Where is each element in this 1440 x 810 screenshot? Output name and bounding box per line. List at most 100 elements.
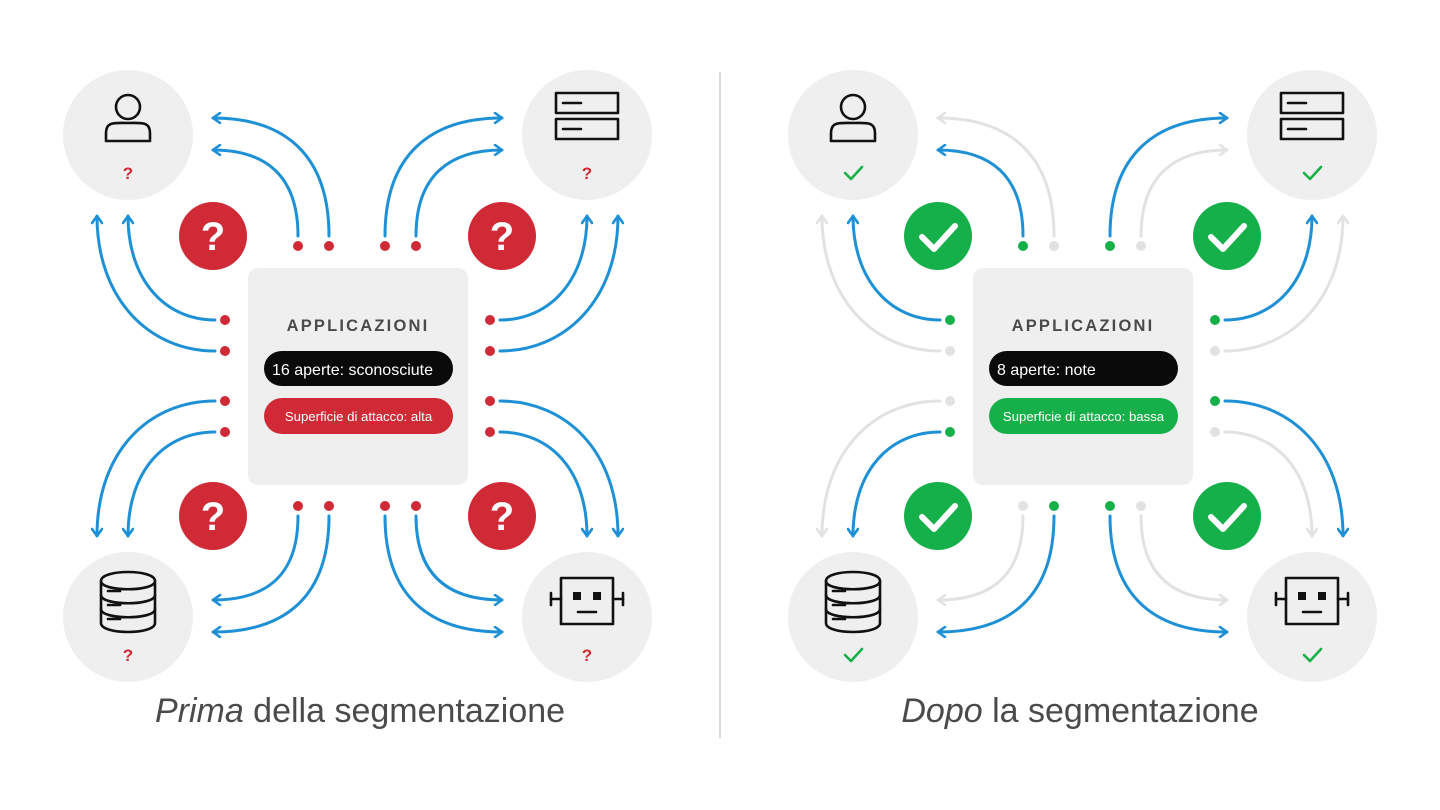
check-badge-icon bbox=[1193, 482, 1261, 550]
connector-dot bbox=[945, 315, 955, 325]
connector-dot bbox=[1105, 241, 1115, 251]
panel-title-before: Prima della segmentazione bbox=[0, 692, 720, 731]
attack-surface-pill bbox=[989, 398, 1178, 434]
user-icon bbox=[829, 93, 877, 143]
connection-arrow-tr-side-inner bbox=[1223, 214, 1312, 322]
applications-heading: APPLICAZIONI bbox=[1012, 317, 1155, 335]
connector-dot bbox=[485, 346, 495, 356]
node-background bbox=[1247, 70, 1377, 200]
check-badge-icon bbox=[904, 482, 972, 550]
connection-arrow-bl-bottom-inner bbox=[936, 514, 1025, 600]
connection-arrow-tl-side-inner bbox=[853, 214, 942, 322]
connector-dot bbox=[485, 315, 495, 325]
connection-arrow-tr-top-inner bbox=[1139, 150, 1229, 238]
connection-arrow-tl-top-inner bbox=[211, 150, 300, 238]
connector-dot bbox=[485, 427, 495, 437]
connection-arrow-br-bottom-inner bbox=[1139, 514, 1229, 600]
connector-dot bbox=[1049, 501, 1059, 511]
connector-dot bbox=[1210, 396, 1220, 406]
connection-arrow-br-side-outer bbox=[1223, 399, 1343, 538]
connection-arrow-tl-side-outer bbox=[822, 214, 942, 353]
node-background bbox=[63, 70, 193, 200]
connection-arrow-bl-side-outer bbox=[97, 399, 217, 538]
server-icon bbox=[1279, 91, 1345, 141]
check-icon bbox=[843, 647, 864, 663]
question-badge-icon: ? bbox=[179, 202, 247, 270]
title-rest: la segmentazione bbox=[982, 692, 1259, 730]
connection-arrow-tl-side-outer bbox=[97, 214, 217, 353]
open-apps-label: 16 aperte: sconosciute bbox=[272, 362, 433, 379]
connection-arrow-br-side-inner bbox=[1223, 430, 1312, 538]
connection-arrow-tr-top-inner bbox=[414, 150, 504, 238]
connector-dot bbox=[220, 396, 230, 406]
question-badge-icon: ? bbox=[468, 202, 536, 270]
connection-arrow-bl-bottom-outer bbox=[936, 514, 1056, 632]
connector-dot bbox=[485, 396, 495, 406]
robot-icon bbox=[1274, 576, 1350, 626]
connection-arrow-br-bottom-outer bbox=[1108, 514, 1229, 632]
connector-dot bbox=[945, 396, 955, 406]
question-mark-icon: ? bbox=[582, 164, 592, 183]
connection-arrow-tr-side-inner bbox=[498, 214, 587, 322]
check-icon bbox=[1302, 165, 1323, 181]
connection-arrow-tl-top-outer bbox=[936, 118, 1056, 238]
node-background bbox=[1247, 552, 1377, 682]
database-icon bbox=[99, 570, 157, 634]
connection-arrow-tl-top-inner bbox=[936, 150, 1025, 238]
node-bl bbox=[788, 552, 918, 682]
robot-icon bbox=[549, 576, 625, 626]
node-tl bbox=[788, 70, 918, 200]
connector-dot bbox=[1210, 346, 1220, 356]
database-icon bbox=[824, 570, 882, 634]
check-icon bbox=[1302, 647, 1323, 663]
connector-dot bbox=[1018, 241, 1028, 251]
open-apps-pill bbox=[989, 351, 1178, 386]
question-badge-icon: ? bbox=[179, 482, 247, 550]
attack-surface-pill bbox=[264, 398, 453, 434]
question-badge-icon: ? bbox=[468, 482, 536, 550]
server-icon bbox=[554, 91, 620, 141]
question-mark-icon: ? bbox=[582, 646, 592, 665]
connection-arrow-br-bottom-inner bbox=[414, 514, 504, 600]
node-tr bbox=[1247, 70, 1377, 200]
attack-surface-label: Superficie di attacco: alta bbox=[285, 409, 433, 424]
connector-dot bbox=[411, 501, 421, 511]
connector-dot bbox=[380, 501, 390, 511]
open-apps-label: 8 aperte: note bbox=[997, 362, 1096, 379]
connector-dot bbox=[1105, 501, 1115, 511]
connection-arrow-bl-bottom-outer bbox=[211, 514, 331, 632]
node-background bbox=[522, 552, 652, 682]
question-mark-icon: ? bbox=[123, 646, 133, 665]
connector-dot bbox=[1136, 241, 1146, 251]
title-rest: della segmentazione bbox=[243, 692, 566, 730]
connection-arrow-tl-top-outer bbox=[211, 118, 331, 238]
connection-arrow-bl-side-outer bbox=[822, 399, 942, 538]
connector-dot bbox=[1210, 315, 1220, 325]
title-emphasis: Dopo bbox=[901, 692, 983, 730]
connector-dot bbox=[1049, 241, 1059, 251]
connector-dot bbox=[1210, 427, 1220, 437]
question-mark-icon: ? bbox=[123, 164, 133, 183]
check-badge-icon bbox=[1193, 202, 1261, 270]
connector-dot bbox=[324, 501, 334, 511]
node-bl: ? bbox=[63, 552, 193, 682]
check-icon bbox=[843, 165, 864, 181]
node-background bbox=[522, 70, 652, 200]
node-tl: ? bbox=[63, 70, 193, 200]
connector-dot bbox=[1018, 501, 1028, 511]
connector-dot bbox=[411, 241, 421, 251]
svg-text:?: ? bbox=[201, 215, 225, 259]
connection-arrow-bl-side-inner bbox=[128, 430, 217, 538]
connector-dot bbox=[293, 501, 303, 511]
connection-arrow-br-side-outer bbox=[498, 399, 618, 538]
connection-arrow-bl-side-inner bbox=[853, 430, 942, 538]
attack-surface-label: Superficie di attacco: bassa bbox=[1003, 409, 1165, 424]
connection-arrow-tr-top-outer bbox=[1108, 118, 1229, 238]
connection-arrow-tl-side-inner bbox=[128, 214, 217, 322]
svg-text:?: ? bbox=[490, 495, 514, 539]
connector-dot bbox=[324, 241, 334, 251]
svg-text:?: ? bbox=[490, 215, 514, 259]
